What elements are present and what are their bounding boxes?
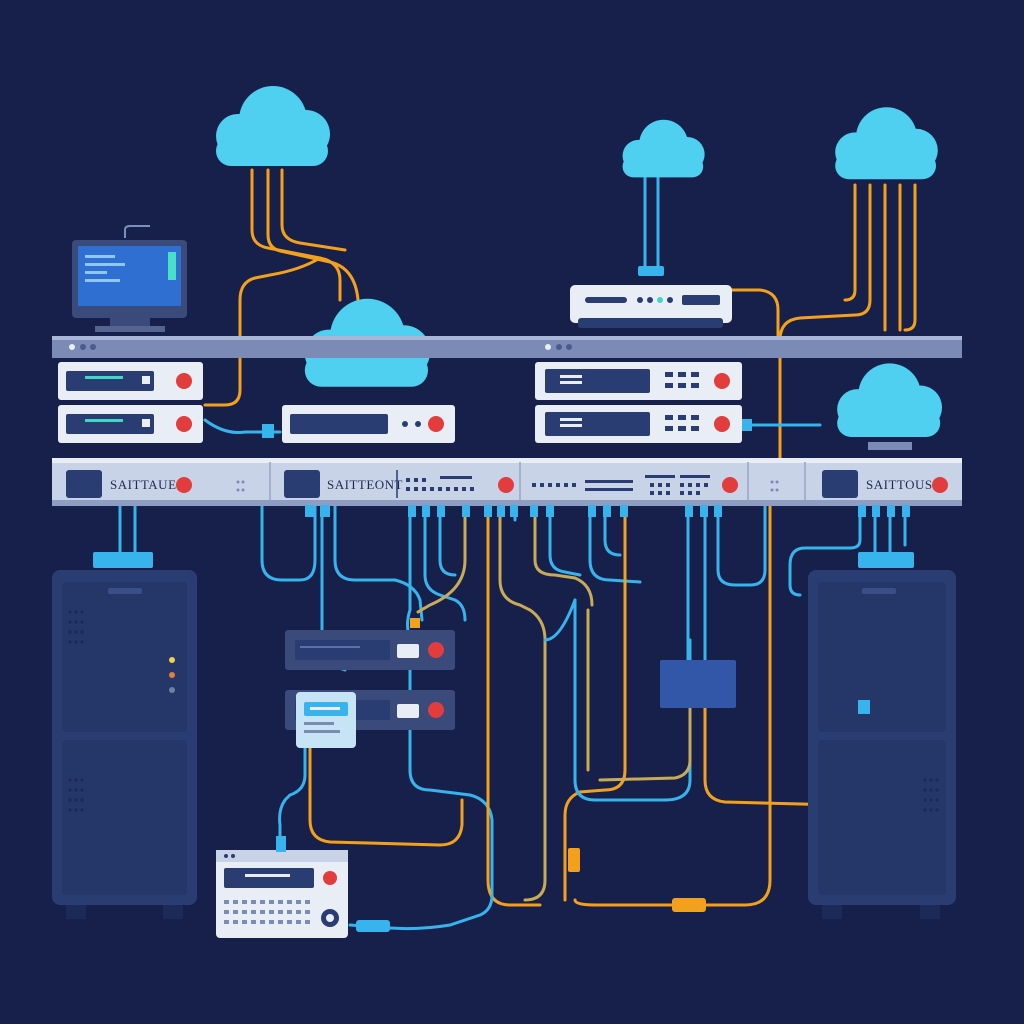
server-cabinet-icon [808, 570, 956, 919]
server-cabinet-icon [52, 570, 197, 919]
network-appliance-icon [216, 850, 348, 938]
network-switch-icon [52, 458, 962, 506]
rack-server-icon [285, 630, 455, 670]
rack-server-icon [535, 405, 742, 443]
cloud-icon [837, 363, 943, 437]
rack-server-icon [535, 362, 742, 400]
rack-server-icon [282, 405, 455, 443]
cloud-icon [622, 119, 705, 178]
cables [118, 168, 917, 931]
rack-server-icon [58, 405, 203, 443]
rack-shelf [52, 336, 962, 358]
hub-icon [660, 660, 736, 708]
monitor-icon [72, 225, 187, 332]
cloud-icon [835, 107, 938, 180]
device-panel-icon [296, 692, 356, 748]
cloud-icon [216, 86, 330, 166]
router-icon [570, 266, 732, 328]
rack-server-icon [58, 362, 203, 400]
